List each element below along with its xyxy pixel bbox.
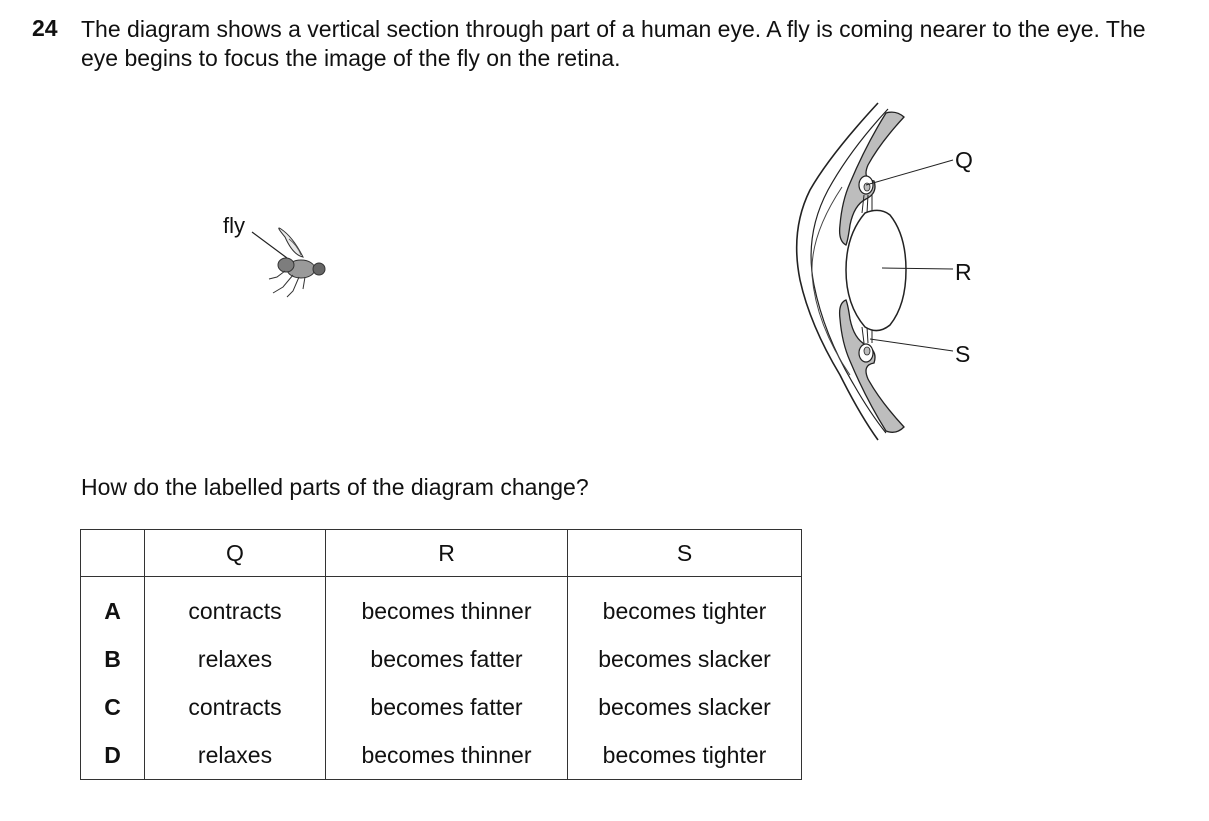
cell-q: relaxes (144, 731, 326, 780)
cell-r: becomes fatter (325, 635, 568, 683)
option-row-a[interactable]: A contracts becomes thinner becomes tigh… (80, 576, 802, 635)
cell-s: becomes tighter (567, 576, 802, 635)
option-row-c[interactable]: C contracts becomes fatter becomes slack… (80, 683, 802, 731)
fly-icon (251, 227, 326, 298)
label-s: S (955, 341, 970, 367)
fly-label: fly (223, 213, 245, 238)
option-row-d[interactable]: D relaxes becomes thinner becomes tighte… (80, 731, 802, 780)
question-prompt: How do the labelled parts of the diagram… (81, 474, 589, 500)
header-blank (80, 529, 145, 577)
cell-q: contracts (144, 683, 326, 731)
cell-s: becomes slacker (567, 635, 802, 683)
option-letter: C (80, 683, 145, 731)
cell-q: contracts (144, 576, 326, 635)
eye-diagram: Q R S (795, 102, 973, 441)
cell-r: becomes thinner (325, 576, 568, 635)
label-line-r (881, 267, 954, 270)
header-r: R (325, 529, 568, 577)
header-s: S (567, 529, 802, 577)
table-header-row: Q R S (80, 529, 802, 577)
cell-r: becomes thinner (325, 731, 568, 780)
question-stem: The diagram shows a vertical section thr… (81, 16, 1146, 71)
option-letter: A (80, 576, 145, 635)
cell-q: relaxes (144, 635, 326, 683)
cell-s: becomes slacker (567, 683, 802, 731)
option-letter: D (80, 731, 145, 780)
label-q: Q (955, 147, 973, 173)
cell-s: becomes tighter (567, 731, 802, 780)
header-q: Q (144, 529, 326, 577)
label-r: R (955, 259, 972, 285)
option-letter: B (80, 635, 145, 683)
answer-table: Q R S A contracts becomes thinner become… (80, 529, 802, 780)
cell-r: becomes fatter (325, 683, 568, 731)
question-number: 24 (32, 15, 58, 41)
label-line-q (865, 159, 954, 186)
option-row-b[interactable]: B relaxes becomes fatter becomes slacker (80, 635, 802, 683)
label-line-s (869, 338, 954, 352)
fly-illustration: fly (215, 205, 345, 315)
